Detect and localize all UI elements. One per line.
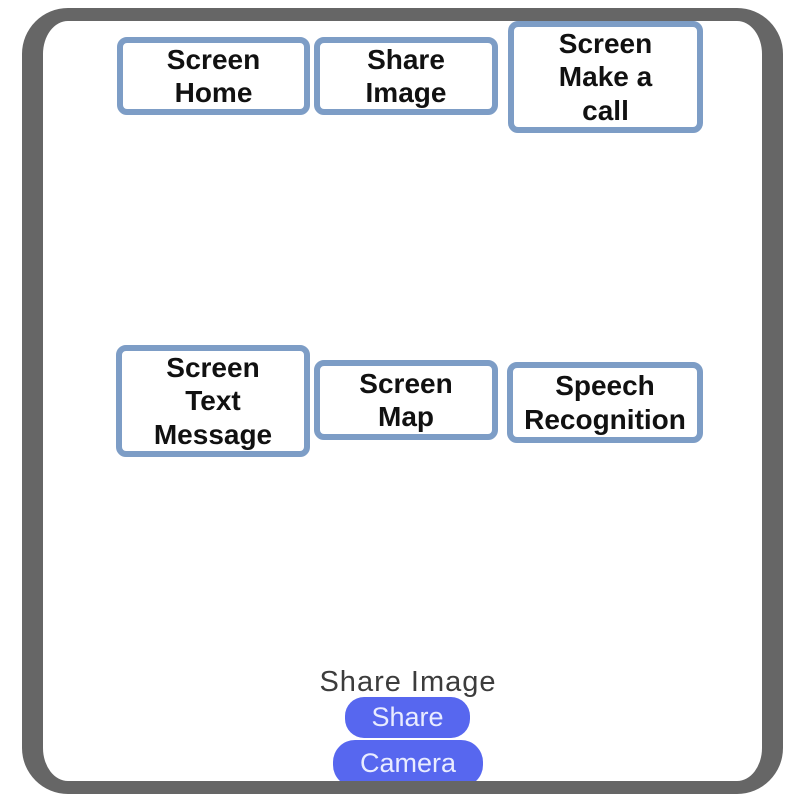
nav-box-screen-make-a-call[interactable]: Screen Make a call bbox=[508, 21, 703, 133]
nav-box-screen-text-message[interactable]: Screen Text Message bbox=[116, 345, 310, 457]
nav-box-speech-recognition[interactable]: Speech Recognition bbox=[507, 362, 703, 443]
share-button[interactable]: Share bbox=[345, 697, 470, 738]
nav-box-screen-map[interactable]: Screen Map bbox=[314, 360, 498, 440]
share-image-section-title: Share Image bbox=[319, 666, 497, 698]
nav-box-screen-home[interactable]: Screen Home bbox=[117, 37, 310, 115]
camera-button[interactable]: Camera bbox=[333, 740, 483, 787]
nav-box-share-image[interactable]: Share Image bbox=[314, 37, 498, 115]
